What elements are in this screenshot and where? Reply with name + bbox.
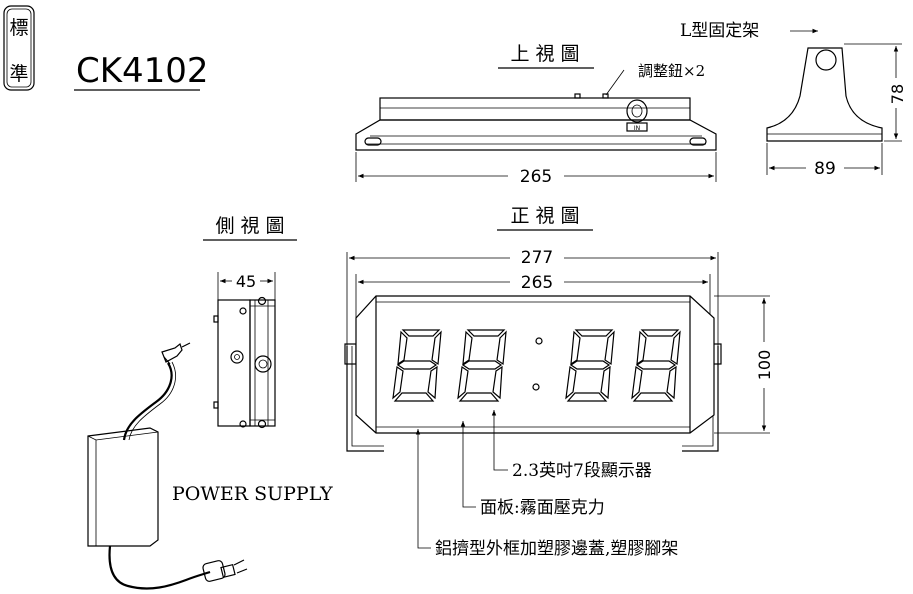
l-bracket-view: L型固定架 78 89 [680, 21, 907, 179]
bracket-label: L型固定架 [680, 21, 759, 41]
colon-dot-top [535, 337, 543, 345]
model-number: CK4102 [76, 51, 209, 91]
callout-display: 2.3英吋7段顯示器 [512, 461, 652, 481]
top-view-dim-width: 265 [520, 167, 552, 187]
front-view-title: 正 視 圖 [510, 205, 579, 227]
badge-char-top: 標 [9, 17, 28, 39]
front-view-dim-inner: 265 [521, 273, 553, 293]
knob-label: 調整鈕×2 [638, 62, 705, 80]
side-view-dim-depth: 45 [236, 272, 256, 291]
callout-panel: 面板:霧面壓克力 [480, 498, 605, 518]
digit-4 [631, 329, 681, 402]
power-supply-illustration: POWER SUPPLY [87, 342, 333, 590]
front-view: 正 視 圖 277 265 100 [344, 205, 774, 549]
digit-1 [392, 329, 442, 402]
top-view-in-mark: IN [634, 125, 640, 132]
callout-frame: 鋁擠型外框加塑膠邊蓋,塑膠腳架 [435, 539, 678, 559]
model-number-block: CK4102 [74, 51, 209, 91]
bracket-dim-height: 78 [888, 84, 907, 104]
digit-2 [457, 329, 507, 402]
side-view: 側 視 圖 45 [203, 215, 297, 429]
seven-segment-display [392, 329, 681, 402]
digit-3 [565, 329, 615, 402]
side-view-title: 側 視 圖 [215, 215, 284, 237]
colon-dot-bottom [532, 383, 540, 391]
badge-char-bottom: 準 [9, 63, 28, 85]
top-view: 上 視 圖 IN 調整鈕×2 265 [355, 43, 717, 187]
front-view-dim-outer: 277 [521, 248, 553, 268]
front-view-dim-height: 100 [755, 350, 774, 381]
standard-badge: 標 準 [3, 5, 35, 91]
power-supply-label: POWER SUPPLY [172, 483, 333, 505]
bracket-dim-width: 89 [814, 159, 836, 179]
top-view-title: 上 視 圖 [510, 43, 579, 65]
